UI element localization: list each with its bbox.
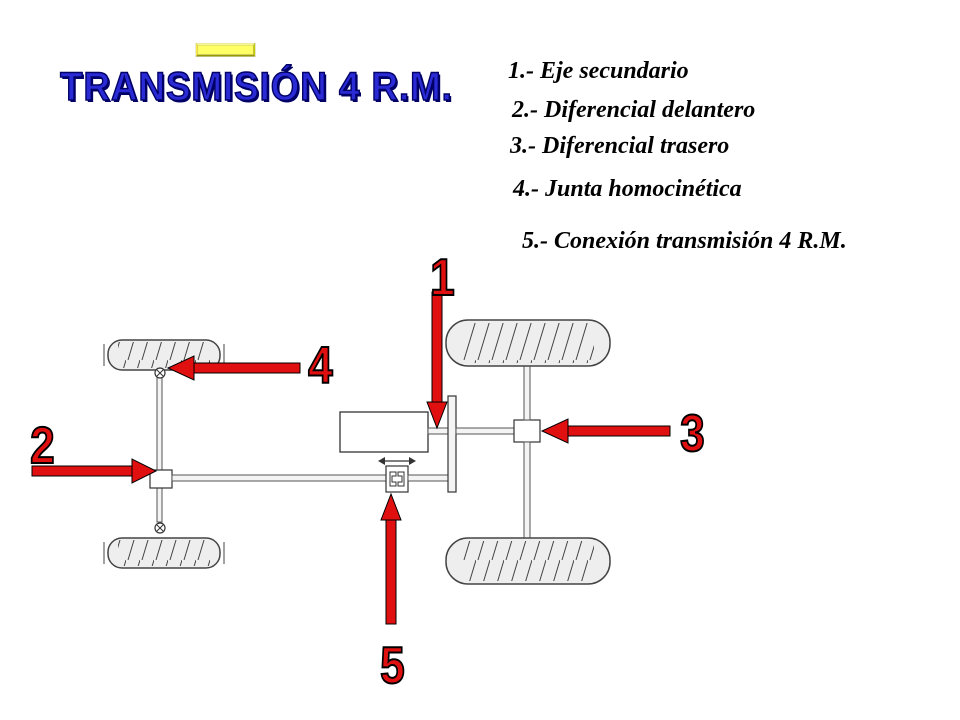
secondary-shaft xyxy=(427,427,449,435)
legend-item-1: 1.- Eje secundario xyxy=(508,58,689,84)
legend-item-3: 3.- Diferencial trasero xyxy=(510,133,730,159)
4wd-coupling xyxy=(385,465,409,493)
rear-driveshaft xyxy=(455,427,515,435)
title-text-wrap: TRANSMISIÓN 4 R.M. xyxy=(38,38,474,136)
callout-4: 4 xyxy=(307,337,333,395)
callout-2: 2 xyxy=(29,417,55,475)
front-tire-top xyxy=(103,339,225,371)
gearbox xyxy=(339,411,429,453)
callout-1: 1 xyxy=(429,249,455,307)
arrow-5 xyxy=(380,492,402,625)
rear-tire-bottom xyxy=(445,537,611,585)
page-title: TRANSMISIÓN 4 R.M. xyxy=(59,64,453,110)
transfer-plate xyxy=(447,395,457,493)
front-tire-bottom xyxy=(103,537,225,569)
legend-item-5: 5.- Conexión transmisión 4 R.M. xyxy=(522,228,847,254)
legend-item-2: 2.- Diferencial delantero xyxy=(512,97,756,123)
callout-3: 3 xyxy=(679,405,705,463)
legend-item-4: 4.- Junta homocinética xyxy=(513,176,742,202)
arrow-3 xyxy=(540,418,671,444)
rear-differential xyxy=(513,419,541,443)
front-driveshaft xyxy=(171,474,387,482)
arrow-4 xyxy=(166,355,301,381)
arrow-1 xyxy=(426,291,448,430)
arrow-2 xyxy=(31,458,158,484)
title-plaque xyxy=(195,43,256,57)
callout-5: 5 xyxy=(379,637,405,695)
rear-tire-top xyxy=(445,319,611,367)
